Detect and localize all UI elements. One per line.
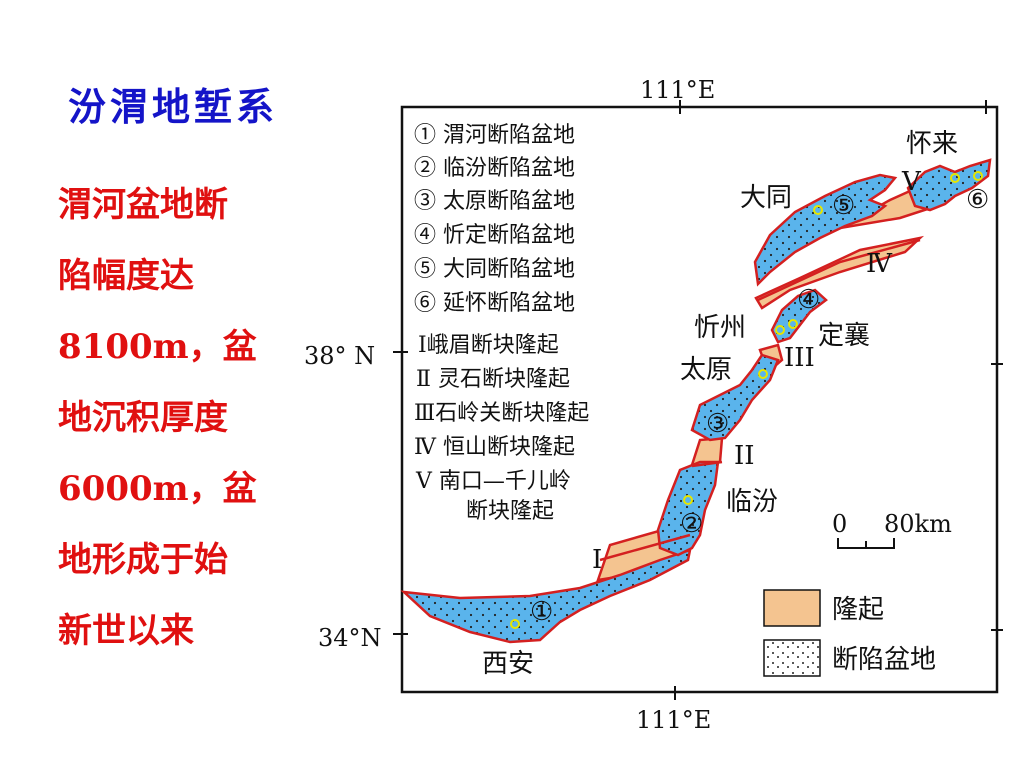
key-basin-label: 断陷盆地 [832,645,936,675]
scale-line [837,538,895,549]
basin-linfen [656,460,720,557]
page-title: 汾渭地堑系 [68,84,279,129]
legend-item: 断块隆起 [466,499,554,524]
basin-weihe [400,548,692,644]
marker-linfen [683,495,693,505]
marker-datong [813,205,823,215]
uplift-iv [754,235,925,310]
basin-number-1: ① [530,597,553,627]
scale-distance: 80km [884,510,952,538]
legend-item: Ⅱ 灵石断块隆起 [416,367,570,392]
uplift-label-i: I [592,545,602,575]
basin-number-2: ② [680,509,703,539]
legend-item: Ⅴ 南口—千儿岭 [415,469,571,494]
description-line: 8100m，盆 [58,327,257,367]
basin-number-4: ④ [797,285,820,315]
description-line: 陷幅度达 [58,256,194,296]
lat-label-38: 38° N [304,342,375,370]
place-datong: 大同 [740,183,792,213]
description-line: 新世以来 [58,611,194,651]
legend-item: ④ 忻定断陷盆地 [414,223,575,248]
legend-item: ② 临汾断陷盆地 [414,156,575,181]
legend-item: ③ 太原断陷盆地 [414,189,575,214]
legend-item: ⑥ 延怀断陷盆地 [414,291,575,316]
map-key: 隆起 断陷盆地 [763,589,936,677]
description-line: 渭河盆地断 [58,185,228,225]
fault-line [599,533,691,562]
legend-item: Ⅰ峨眉断块隆起 [418,333,559,358]
city-markers [510,171,983,629]
place-dingxiang: 定襄 [818,321,870,351]
description-line: 6000m，盆 [58,469,257,509]
place-taiyuan: 太原 [680,355,732,385]
basin-xinding [770,288,828,344]
fault-line [757,238,921,302]
marker-taiyuan [758,369,768,379]
basin-yanhuai [906,158,992,212]
basin-numbers: ① ② ③ ④ ⑤ ⑥ [530,185,989,627]
key-uplift-swatch [763,589,821,627]
basin-number-6: ⑥ [966,185,989,215]
basin-datong [753,173,898,287]
uplift-labels: I II III Ⅳ V [592,167,922,575]
legend-item: Ⅲ石岭关断块隆起 [414,401,589,426]
map-legend-list: ① 渭河断陷盆地 ② 临汾断陷盆地 ③ 太原断陷盆地 ④ 忻定断陷盆地 ⑤ 大同… [414,123,589,524]
basin-taiyuan [690,353,780,442]
marker-xian [510,619,520,629]
uplift-label-v: V [901,167,922,197]
marker-dingxiang [788,319,798,329]
key-basin-swatch [763,639,821,677]
fault-line [691,460,723,468]
scale-bar: 0 80km [832,510,952,549]
description-text: 渭河盆地断 陷幅度达 8100m，盆 地沉积厚度 6000m，盆 地形成于始 新… [58,170,298,667]
scale-zero: 0 [832,510,847,538]
description-line: 地沉积厚度 [58,398,228,438]
basin-number-3: ③ [706,409,729,439]
uplift-label-iii: III [784,343,815,373]
uplift-label-ii: II [734,441,755,471]
marker-xinzhou [775,325,785,335]
place-labels: 怀来 大同 忻州 定襄 太原 临汾 西安 [482,129,958,679]
description-line: 地形成于始 [58,540,228,580]
marker-huailai [950,173,960,183]
lat-label-34: 34°N [318,624,382,652]
place-xian: 西安 [482,649,534,679]
basin-number-5: ⑤ [832,191,855,221]
uplift-label-iv: Ⅳ [866,249,893,279]
place-linfen: 临汾 [726,487,778,517]
place-huailai: 怀来 [906,129,958,159]
key-uplift-label: 隆起 [832,595,884,625]
fault-lines [599,238,921,562]
lon-label-top: 111°E [640,76,715,104]
lon-label-bottom: 111°E [636,706,711,734]
place-xinzhou: 忻州 [694,313,746,343]
basins [400,158,992,644]
marker-huailai-2 [973,171,983,181]
legend-item: Ⅳ 恒山断块隆起 [414,435,575,460]
legend-item: ⑤ 大同断陷盆地 [414,257,575,282]
legend-item: ① 渭河断陷盆地 [414,123,575,148]
